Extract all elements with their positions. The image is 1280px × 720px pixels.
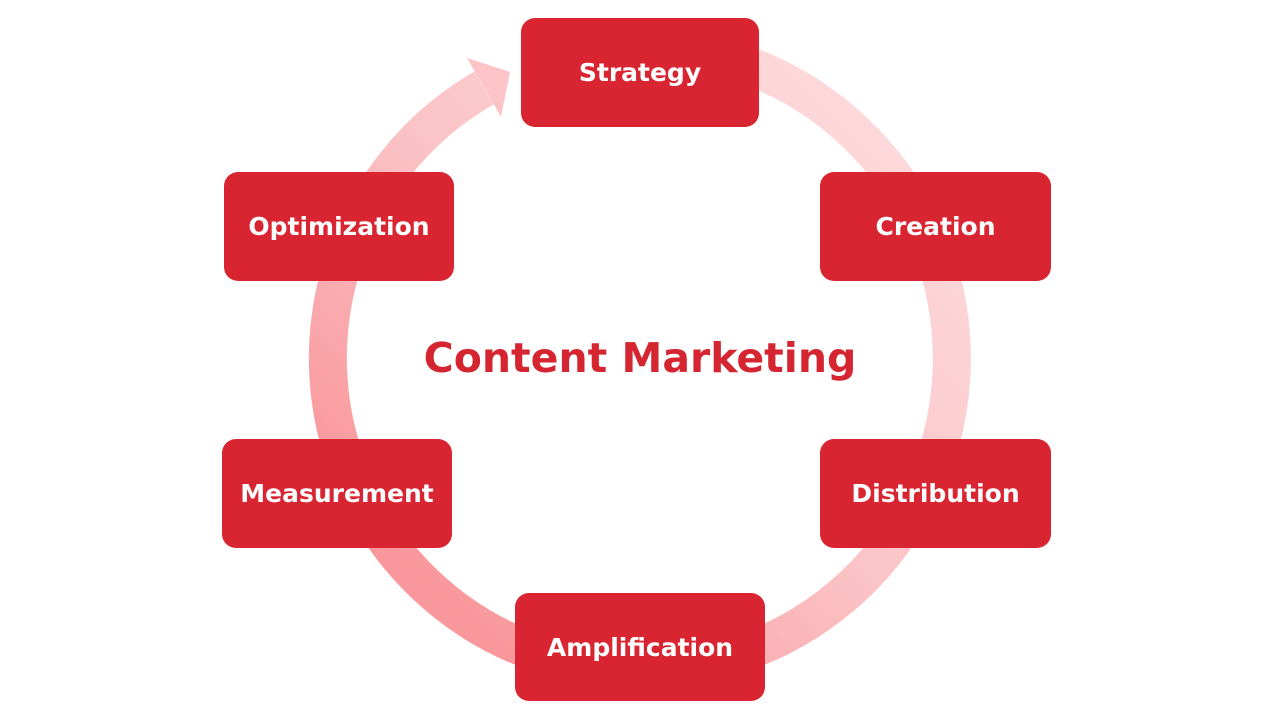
diagram-title: Content Marketing (423, 334, 857, 382)
stage-distribution[interactable]: Distribution (820, 439, 1051, 548)
stage-label: Amplification (546, 632, 734, 662)
arrowhead-icon (467, 58, 510, 117)
stage-strategy[interactable]: Strategy (521, 18, 759, 127)
stage-label: Optimization (248, 212, 430, 241)
stage-measurement[interactable]: Measurement (222, 439, 452, 548)
stage-amplification[interactable]: Amplification (515, 593, 765, 701)
stage-label: Creation (875, 212, 996, 241)
stage-label: Measurement (240, 479, 434, 508)
stage-creation[interactable]: Creation (820, 172, 1051, 281)
stage-optimization[interactable]: Optimization (224, 172, 454, 281)
stage-label: Distribution (851, 479, 1020, 508)
stage-label: Strategy (578, 58, 702, 87)
